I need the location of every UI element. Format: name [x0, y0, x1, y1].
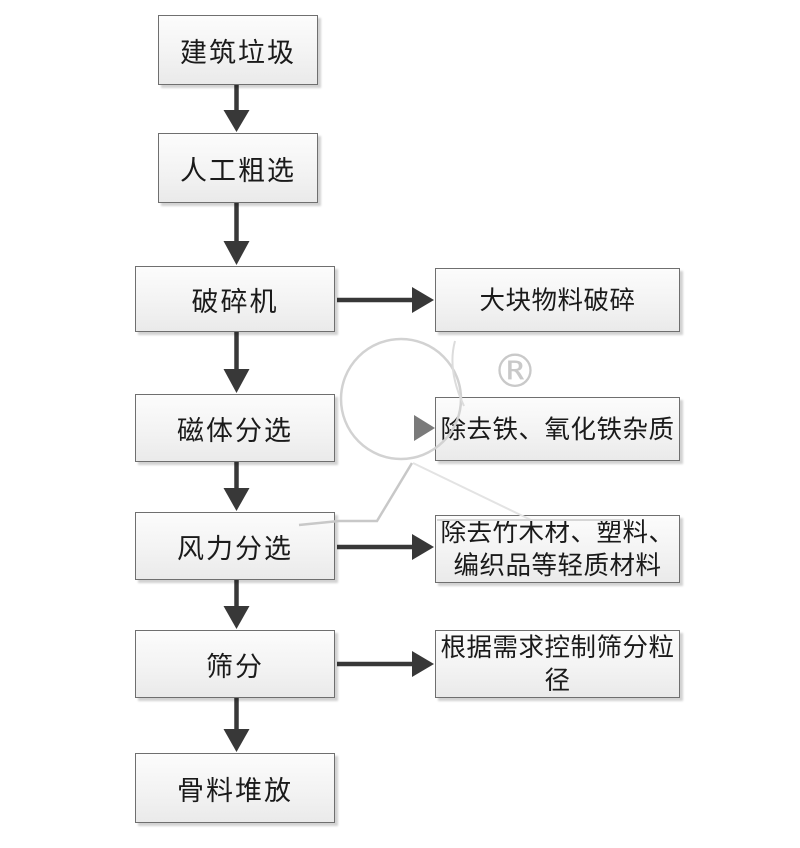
flow-node-label: 筛分	[206, 651, 264, 682]
flow-node-air-separation: 风力分选	[135, 512, 335, 580]
down-arrow-6	[223, 698, 250, 752]
watermark-right-leg	[412, 462, 532, 521]
flow-node-label: 磁体分选	[177, 415, 293, 446]
annotation-label: 大块物料破碎	[479, 285, 636, 315]
flow-node-manual-rough-sorting: 人工粗选	[158, 133, 318, 203]
registered-trademark-icon: ®	[492, 344, 538, 398]
flow-node-label: 风力分选	[177, 533, 293, 564]
down-arrow-4	[223, 462, 250, 511]
annotation-large-material-crushing: 大块物料破碎	[435, 268, 680, 332]
flow-node-screening: 筛分	[135, 630, 335, 698]
flow-node-magnetic-separation: 磁体分选	[135, 394, 335, 462]
annotation-remove-light-materials: 除去竹木材、塑料、编织品等轻质材料	[435, 515, 680, 583]
flow-node-label: 破碎机	[191, 286, 279, 317]
down-arrow-2	[223, 203, 250, 265]
down-arrow-3	[223, 332, 250, 393]
down-arrow-5	[223, 580, 250, 629]
right-arrow-magnetic	[337, 415, 435, 441]
annotation-label: 除去铁、氧化铁杂质	[440, 414, 675, 444]
flow-node-crusher: 破碎机	[135, 266, 335, 332]
right-arrow-crusher	[337, 287, 434, 313]
flow-node-label: 人工粗选	[180, 155, 296, 186]
annotation-control-particle-size: 根据需求控制筛分粒径	[435, 630, 680, 698]
right-arrow-screening	[337, 651, 434, 677]
annotation-remove-iron-impurities: 除去铁、氧化铁杂质	[435, 397, 680, 461]
down-arrow-1	[223, 85, 250, 132]
flow-node-construction-waste: 建筑垃圾	[158, 15, 318, 85]
annotation-label: 根据需求控制筛分粒径	[440, 633, 675, 695]
annotation-label: 除去竹木材、塑料、编织品等轻质材料	[440, 518, 675, 580]
flow-node-label: 建筑垃圾	[180, 37, 296, 68]
flow-node-label: 骨料堆放	[177, 775, 293, 806]
flow-node-aggregate-stacking: 骨料堆放	[135, 753, 335, 823]
right-arrow-air	[337, 534, 434, 560]
